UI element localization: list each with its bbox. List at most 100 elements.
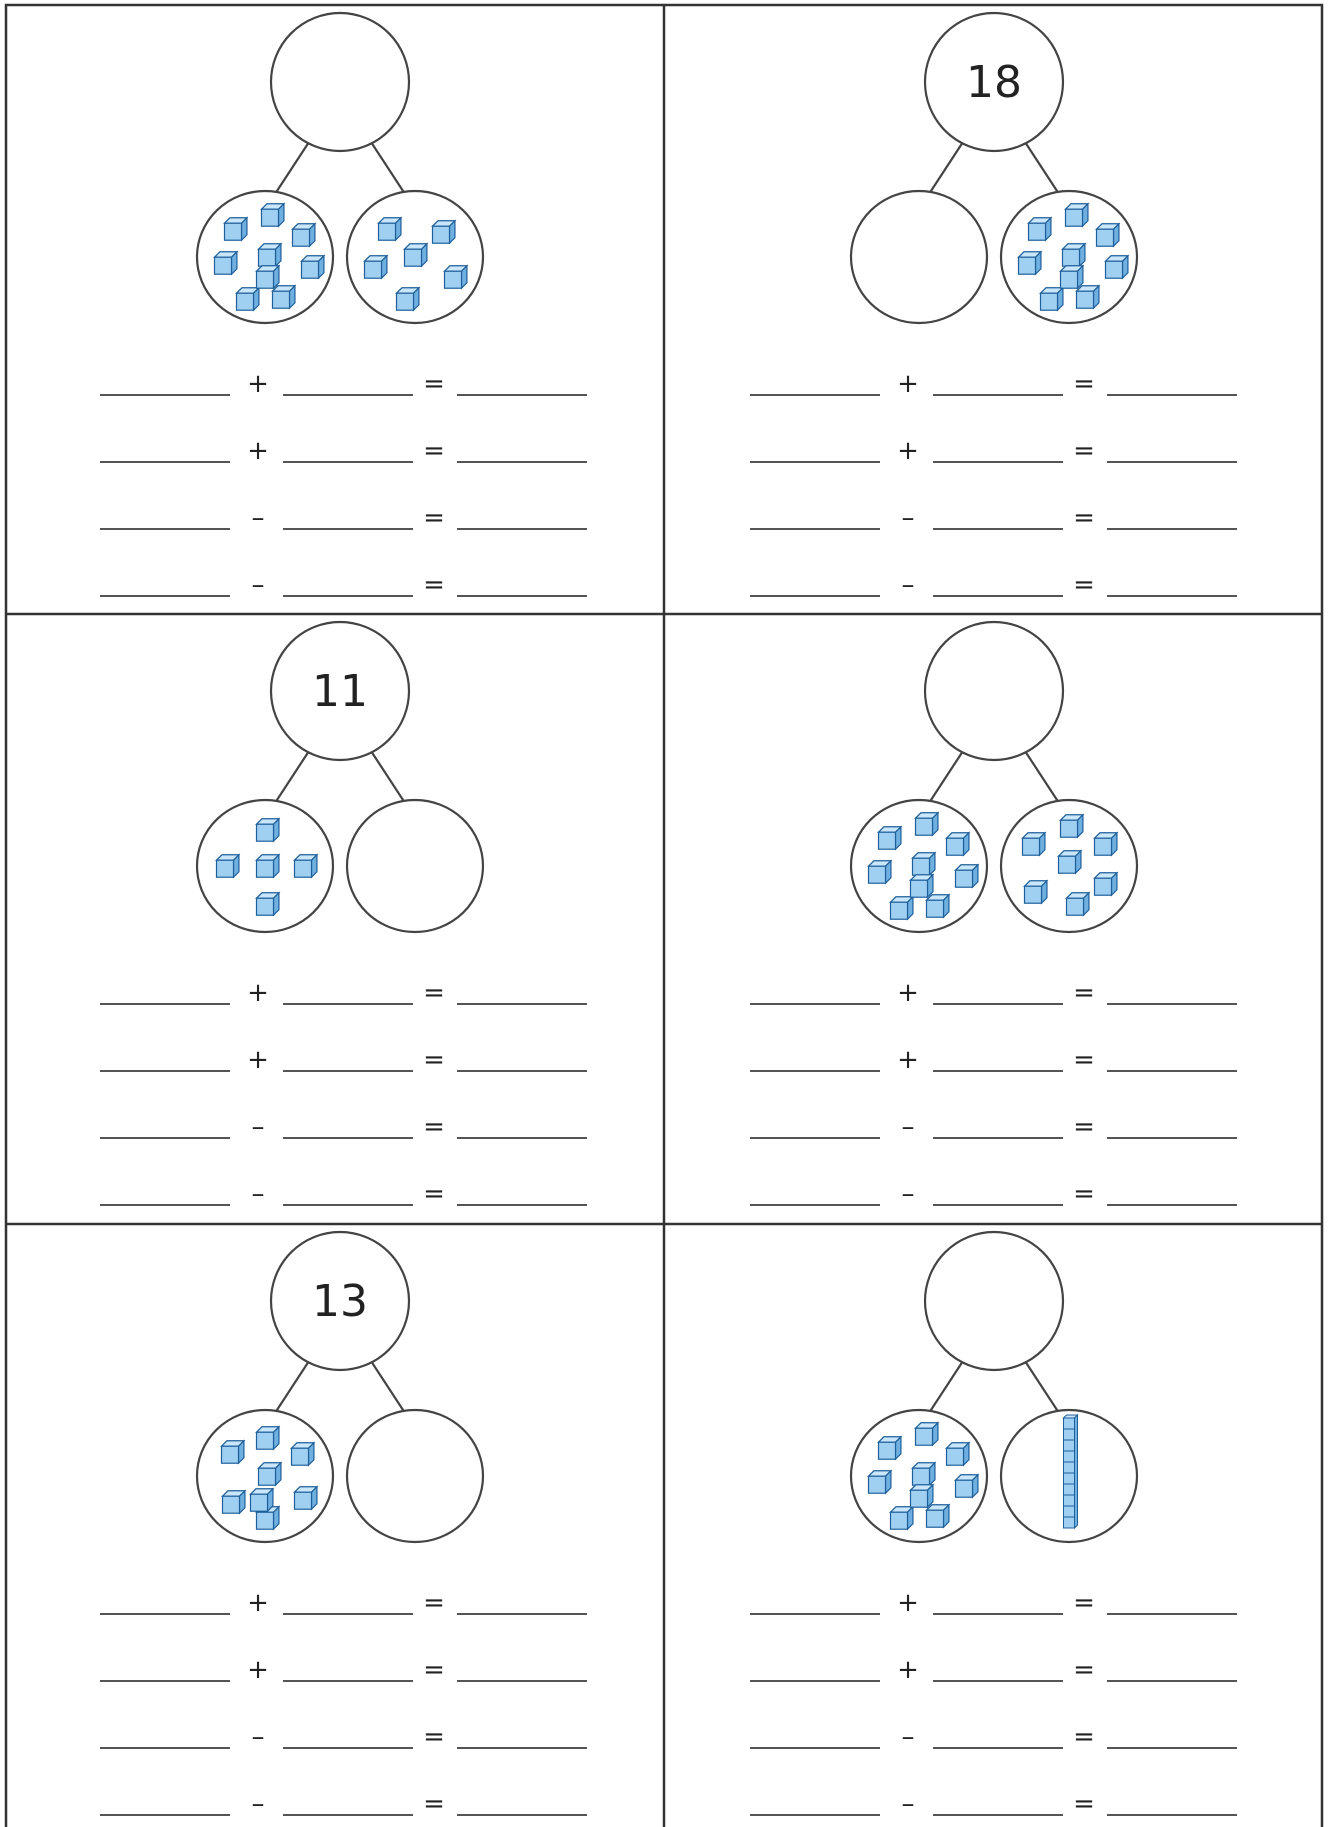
minus-sign: – [902, 1722, 915, 1752]
whole-number: 18 [966, 57, 1022, 108]
whole-circle[interactable] [925, 1232, 1063, 1370]
equals-sign: = [423, 1045, 445, 1075]
cube [916, 1423, 938, 1445]
plus-sign: + [247, 978, 269, 1008]
cube [911, 875, 933, 897]
bond-connector-right [371, 142, 405, 194]
cube [1061, 266, 1083, 288]
equation-row-1: += [100, 978, 587, 1008]
cube [1095, 873, 1117, 895]
cube [397, 288, 419, 310]
equation-row-3: –= [750, 1112, 1237, 1142]
bond-connector-left [275, 1361, 309, 1413]
minus-sign: – [902, 1112, 915, 1142]
cube [225, 218, 247, 240]
equation-row-4: –= [750, 570, 1237, 600]
equals-sign: = [423, 570, 445, 600]
cube [1106, 256, 1128, 278]
bond-connector-left [929, 1361, 963, 1413]
equation-row-1: += [100, 1588, 587, 1618]
whole-number: 13 [312, 1276, 368, 1327]
cube [1061, 815, 1083, 837]
cube [913, 853, 935, 875]
equals-sign: = [1073, 570, 1095, 600]
bond-connector-right [1025, 1361, 1059, 1413]
cube [295, 855, 317, 877]
cube [879, 827, 901, 849]
minus-sign: – [902, 1789, 915, 1819]
cube [1023, 833, 1045, 855]
bond-connector-right [371, 751, 405, 803]
equation-row-2: += [750, 436, 1237, 466]
bond-connector-left [929, 142, 963, 194]
bond-connector-left [275, 142, 309, 194]
cube [1059, 851, 1081, 873]
number-bond-panel-2: 18+=+=–=–= [750, 13, 1237, 600]
cube [257, 819, 279, 841]
number-bond-panel-1: +=+=–=–= [100, 13, 587, 600]
number-bond-panel-6: +=+=–=–= [750, 1232, 1237, 1819]
equation-row-4: –= [750, 1179, 1237, 1209]
plus-sign: + [897, 1655, 919, 1685]
whole-circle[interactable] [271, 13, 409, 151]
equals-sign: = [1073, 1588, 1095, 1618]
cube [956, 865, 978, 887]
cube [1066, 204, 1088, 226]
plus-sign: + [897, 369, 919, 399]
equation-row-3: –= [750, 503, 1237, 533]
cube [295, 1487, 317, 1509]
cube [891, 1507, 913, 1529]
equals-sign: = [1073, 369, 1095, 399]
cube [257, 855, 279, 877]
equals-sign: = [1073, 1655, 1095, 1685]
equals-sign: = [423, 1179, 445, 1209]
equals-sign: = [423, 1655, 445, 1685]
cube [927, 895, 949, 917]
cube [259, 1463, 281, 1485]
cube [1025, 881, 1047, 903]
minus-sign: – [902, 503, 915, 533]
cube [1041, 288, 1063, 310]
cube [927, 1505, 949, 1527]
cube [433, 221, 455, 243]
bond-connector-right [1025, 751, 1059, 803]
bond-connector-left [929, 751, 963, 803]
cube [379, 218, 401, 240]
cube [913, 1463, 935, 1485]
cube [259, 244, 281, 266]
bond-connector-right [1025, 142, 1059, 194]
equals-sign: = [423, 1722, 445, 1752]
minus-sign: – [252, 1112, 265, 1142]
plus-sign: + [897, 436, 919, 466]
equals-sign: = [1073, 1789, 1095, 1819]
cube [222, 1441, 244, 1463]
equals-sign: = [423, 369, 445, 399]
equals-sign: = [1073, 978, 1095, 1008]
equals-sign: = [1073, 1179, 1095, 1209]
number-bond-panel-4: +=+=–=–= [750, 622, 1237, 1209]
equation-row-1: += [750, 1588, 1237, 1618]
equation-row-2: += [100, 436, 587, 466]
whole-circle[interactable] [925, 622, 1063, 760]
equals-sign: = [423, 1789, 445, 1819]
equation-row-4: –= [750, 1789, 1237, 1819]
cube [273, 286, 295, 308]
equation-row-2: += [100, 1655, 587, 1685]
minus-sign: – [902, 1179, 915, 1209]
cube [293, 224, 315, 246]
equals-sign: = [1073, 1722, 1095, 1752]
equation-row-4: –= [100, 570, 587, 600]
part-circle-right[interactable] [347, 1410, 483, 1542]
plus-sign: + [247, 1045, 269, 1075]
equals-sign: = [1073, 503, 1095, 533]
part-circle-right[interactable] [347, 800, 483, 932]
cube [257, 1427, 279, 1449]
equation-row-4: –= [100, 1179, 587, 1209]
cube [251, 1489, 273, 1511]
part-circle-left[interactable] [851, 191, 987, 323]
cube [947, 833, 969, 855]
equation-row-3: –= [100, 1112, 587, 1142]
cube [365, 256, 387, 278]
equation-row-1: += [750, 369, 1237, 399]
